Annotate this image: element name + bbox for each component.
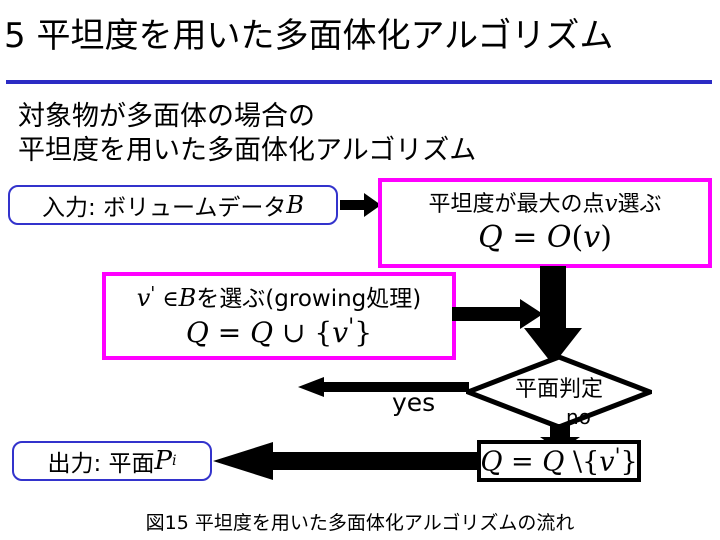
flow-node-output-symbol: P [154, 446, 173, 476]
arrow-decision-to-remove [539, 424, 581, 452]
flow-node-growing[interactable]: v' ∈Bを選ぶ(growing処理) Q = Q ∪ {v'} [102, 272, 456, 360]
arrow-select-to-decision [522, 266, 588, 366]
subtitle-block: 対象物が多面体の場合の 平坦度を用いた多面体化アルゴリズム [18, 100, 476, 168]
flow-node-remove[interactable]: Q = Q \{v'} [477, 440, 641, 482]
title-divider [6, 80, 712, 84]
flow-node-input[interactable]: 入力: ボリュームデータ B [8, 185, 338, 225]
flow-node-growing-formula: Q = Q ∪ {v'} [185, 314, 373, 349]
figure-caption: 図15 平坦度を用いた多面体化アルゴリズムの流れ [145, 512, 575, 534]
flow-node-select-line1: 平坦度が最大の点v選ぶ [428, 191, 662, 217]
flow-node-output-label: 出力: 平面 [47, 451, 155, 477]
flow-node-select-formula: Q = O(v) [478, 220, 612, 255]
arrow-growing-to-decision [452, 298, 544, 330]
arrow-decision-to-growing [298, 376, 470, 398]
flow-node-remove-formula: Q = Q \{v'} [480, 444, 638, 478]
flow-node-output-subscript: i [172, 453, 177, 469]
subtitle-line-1: 対象物が多面体の場合の [18, 101, 315, 132]
page-title: 5 平坦度を用いた多面体化アルゴリズム [4, 16, 614, 56]
flow-node-input-label: 入力: ボリュームデータ [41, 195, 287, 221]
flow-node-select[interactable]: 平坦度が最大の点v選ぶ Q = O(v) [378, 178, 712, 268]
arrow-input-to-select [340, 192, 382, 218]
flow-node-input-symbol: B [286, 191, 304, 219]
flow-node-growing-line1: v' ∈Bを選ぶ(growing処理) [136, 283, 422, 312]
subtitle-line-2: 平坦度を用いた多面体化アルゴリズム [18, 135, 477, 166]
flow-node-decision[interactable]: 平面判定 [466, 355, 652, 429]
edge-label-no: no [566, 405, 591, 429]
edge-label-yes: yes [392, 388, 436, 417]
arrow-remove-to-output [213, 442, 481, 480]
